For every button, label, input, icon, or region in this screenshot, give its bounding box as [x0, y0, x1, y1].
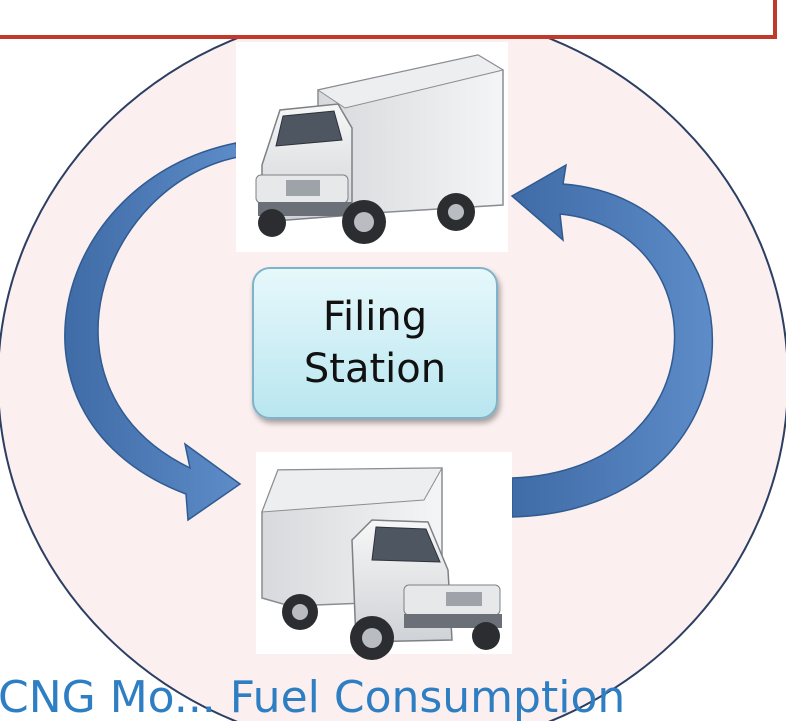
bottom-truck-icon	[256, 452, 512, 660]
filing-station-box: Filing Station	[252, 267, 498, 419]
left-cycle-arrow	[64, 142, 242, 522]
station-label-line2: Station	[303, 346, 447, 392]
station-label-line1: Filing	[322, 294, 428, 340]
right-cycle-arrow	[510, 163, 714, 518]
top-banner	[0, 0, 777, 39]
diagram-caption: CNG Mo... Fuel Consumption	[0, 672, 626, 721]
top-truck-icon	[236, 42, 508, 252]
